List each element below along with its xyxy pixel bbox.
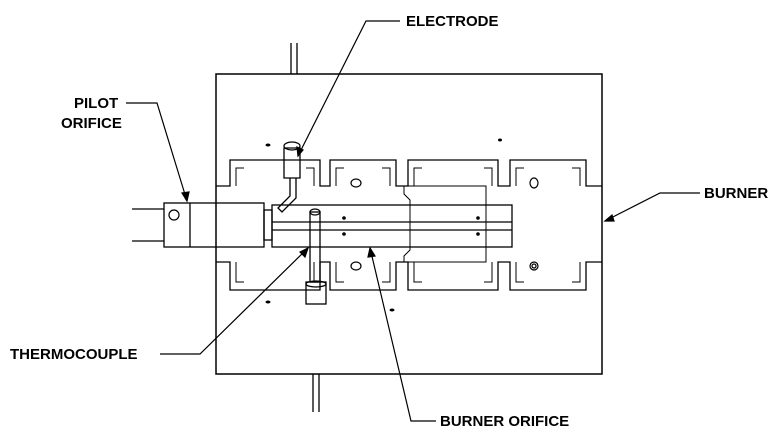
plate-dots xyxy=(265,138,502,312)
thermocouple-label: THERMOCOUPLE xyxy=(10,346,138,363)
pilot-orifice-hole xyxy=(168,209,180,221)
pilot-orifice-tube xyxy=(132,202,273,248)
electrode-leader xyxy=(296,20,400,158)
pilot-orifice-label-line2: ORIFICE xyxy=(61,115,122,132)
plate-holes xyxy=(350,177,539,271)
thermocouple-leader xyxy=(160,246,310,355)
burner-plate xyxy=(215,73,603,375)
electrode-label: ELECTRODE xyxy=(406,13,499,30)
burner-tube xyxy=(271,185,513,263)
pilot-orifice-leader xyxy=(126,102,190,203)
electrode xyxy=(277,141,301,213)
burner-leader xyxy=(603,192,700,222)
burner-orifice-leader xyxy=(367,246,436,422)
pilot-orifice-label-line1: PILOT xyxy=(74,95,118,112)
top-pipe xyxy=(290,43,298,74)
burner-orifice-label: BURNER ORIFICE xyxy=(440,413,569,429)
thermocouple xyxy=(305,208,327,305)
bottom-pipe xyxy=(312,374,320,412)
lower-burner-profile xyxy=(216,261,602,291)
upper-notch-details xyxy=(235,167,581,186)
upper-burner-profile xyxy=(216,159,602,187)
burner-label: BURNER xyxy=(704,185,768,202)
